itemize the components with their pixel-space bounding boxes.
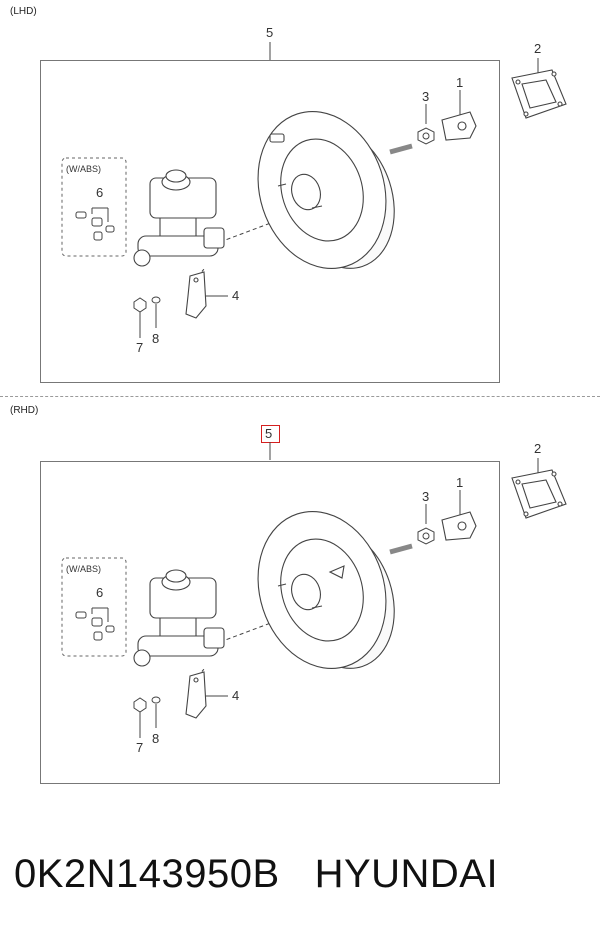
clevis-icon [441, 111, 477, 141]
callout-4: 4 [232, 688, 239, 703]
abs-inset-label: (W/ABS) [66, 164, 101, 174]
abs-fittings-icon [75, 607, 115, 641]
master-cylinder-icon [133, 569, 225, 667]
washer-icon [151, 296, 161, 304]
gasket-icon [511, 69, 567, 119]
callout-3: 3 [422, 89, 429, 104]
callout-6: 6 [96, 185, 103, 200]
callout-4: 4 [232, 288, 239, 303]
callout-8: 8 [152, 331, 159, 346]
abs-inset-label: (W/ABS) [66, 564, 101, 574]
diagram-frame-rhd [40, 461, 500, 784]
callout-2: 2 [534, 441, 541, 456]
gasket-icon [511, 469, 567, 519]
callout-6: 6 [96, 585, 103, 600]
callout-8: 8 [152, 731, 159, 746]
exploded-diagram-rhd: 5 2 3 1 4 6 7 8 (W/ABS) [61, 426, 567, 755]
bracket-icon [185, 671, 207, 719]
lock-nut-icon [417, 127, 435, 145]
lock-nut-icon [417, 527, 435, 545]
callout-5: 5 [266, 25, 273, 40]
brake-booster-icon [257, 110, 413, 270]
nut-icon [133, 697, 147, 713]
section-label-lhd: (LHD) [10, 6, 37, 17]
callout-7: 7 [136, 740, 143, 755]
callout-2: 2 [534, 41, 541, 56]
section-label-rhd: (RHD) [10, 405, 39, 416]
abs-inset-box [61, 557, 127, 657]
callout-7: 7 [136, 340, 143, 355]
part-number: 0K2N143950B [14, 852, 280, 896]
bracket-icon [185, 271, 207, 319]
abs-fittings-icon [75, 207, 115, 241]
diagram-frame-lhd [40, 60, 500, 383]
exploded-diagram-lhd: 5 2 3 1 4 6 7 8 (W/ABS) [61, 25, 567, 355]
callout-3: 3 [422, 489, 429, 504]
nut-icon [133, 297, 147, 313]
section-divider [0, 396, 600, 397]
master-cylinder-icon [133, 169, 225, 267]
callout-1: 1 [456, 475, 463, 490]
callout-5-highlighted: 5 [265, 426, 272, 441]
brake-booster-icon [257, 510, 413, 670]
washer-icon [151, 696, 161, 704]
clevis-icon [441, 511, 477, 541]
part-caption: 0K2N143950B HYUNDAI [14, 852, 498, 897]
brand-name: HYUNDAI [314, 852, 499, 896]
abs-inset-box [61, 157, 127, 257]
callout-1: 1 [456, 75, 463, 90]
